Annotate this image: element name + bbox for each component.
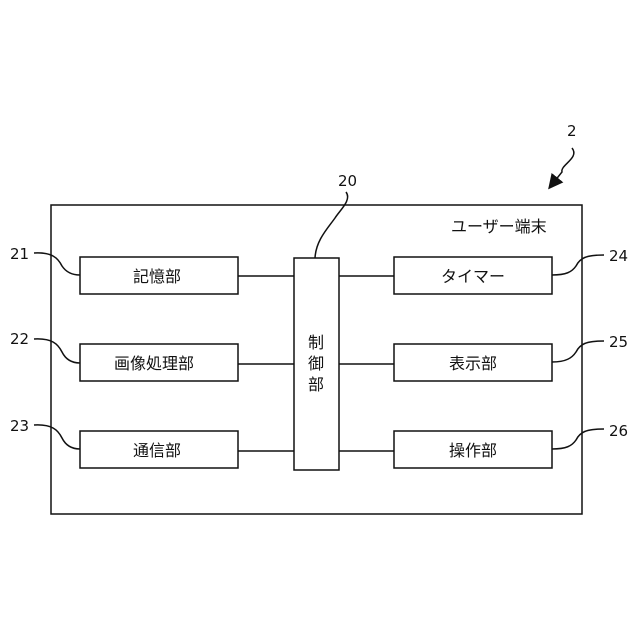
controller-ref: 20 bbox=[338, 172, 357, 190]
communication-ref: 23 bbox=[10, 417, 29, 435]
storage-unit-label: 記憶部 bbox=[133, 267, 181, 286]
timer-unit-label: タイマー bbox=[441, 267, 505, 286]
controller-char-2: 御 bbox=[308, 354, 324, 373]
image-processing-unit-label: 画像処理部 bbox=[114, 354, 194, 373]
timer-ref: 24 bbox=[609, 247, 628, 265]
device-ref-label: 2 bbox=[567, 122, 577, 140]
controller-char-1: 制 bbox=[308, 333, 324, 352]
device-title: ユーザー端末 bbox=[451, 217, 547, 236]
communication-unit-label: 通信部 bbox=[133, 441, 181, 460]
operation-ref: 26 bbox=[609, 422, 628, 440]
display-ref: 25 bbox=[609, 333, 628, 351]
image-processing-ref: 22 bbox=[10, 330, 29, 348]
device-ref-arrow bbox=[550, 148, 574, 187]
storage-ref: 21 bbox=[10, 245, 29, 263]
operation-unit-label: 操作部 bbox=[449, 441, 497, 460]
display-unit-label: 表示部 bbox=[449, 354, 497, 373]
controller-char-3: 部 bbox=[308, 375, 324, 394]
